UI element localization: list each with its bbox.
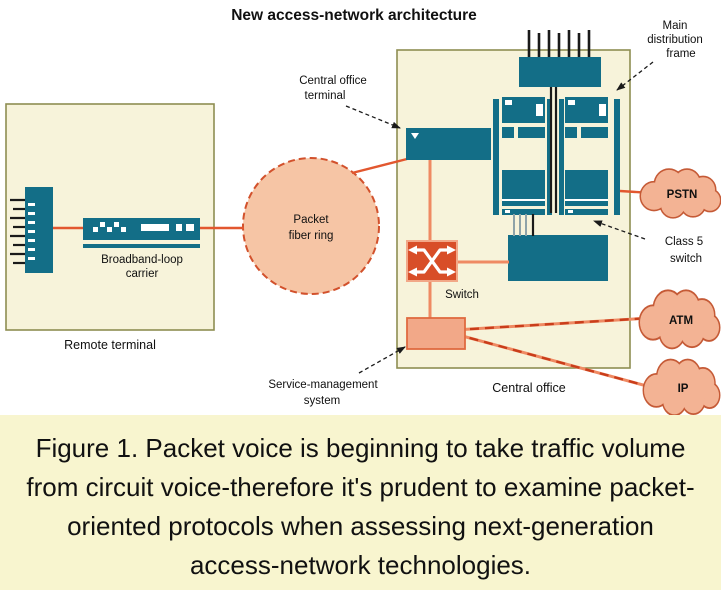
class5-switch-label-line1: Class 5 xyxy=(665,236,703,248)
mdf-label-line2: distribution xyxy=(647,34,703,46)
atm-cloud-label: ATM xyxy=(669,315,693,327)
packet-ring-label-line1: Packet xyxy=(293,214,329,226)
class5-switch-arrow xyxy=(593,220,646,240)
leader-arrows xyxy=(345,61,654,374)
central-office-terminal-arrow xyxy=(345,105,401,129)
network-wires xyxy=(53,157,659,391)
main-distribution-frame-arrow xyxy=(616,61,654,91)
ip-cloud-label: IP xyxy=(678,383,689,395)
central-office-label: Central office xyxy=(492,381,565,395)
packet-switch-icon xyxy=(406,240,458,282)
remote-terminal-label: Remote terminal xyxy=(64,338,156,352)
broadband-carrier-label-line2: carrier xyxy=(126,268,159,280)
switch-label: Switch xyxy=(445,289,479,301)
ip-cloud: IP xyxy=(642,358,721,415)
pstn-cloud: PSTN xyxy=(639,168,721,219)
mdf-label-line1: Main xyxy=(663,20,688,32)
service-management-system-icon xyxy=(406,317,466,350)
packet-fiber-ring-icon xyxy=(242,157,380,295)
network-architecture-diagram: New access-network architecture xyxy=(5,7,721,415)
main-distribution-frame-icon xyxy=(513,30,601,236)
atm-cloud: ATM xyxy=(638,289,721,350)
central-office-terminal-label-line1: Central office xyxy=(299,75,367,87)
packet-fiber-ring: Packet fiber ring xyxy=(242,157,380,295)
diagram-title: New access-network architecture xyxy=(231,7,477,24)
mdf-label-line3: frame xyxy=(666,48,695,60)
remote-terminal-panel: Broadband-loop carrier Remote terminal xyxy=(5,103,215,352)
service-management-arrow xyxy=(358,346,406,374)
central-office-terminal-label-line2: terminal xyxy=(305,90,346,102)
switch-module-icon xyxy=(508,235,608,281)
packet-ring-label-line2: fiber ring xyxy=(289,230,334,242)
broadband-loop-carrier-icon xyxy=(83,218,200,248)
central-office-terminal-icon xyxy=(406,128,491,160)
figure-caption: Figure 1. Packet voice is beginning to t… xyxy=(0,415,721,590)
service-management-label-line2: system xyxy=(304,395,340,407)
pstn-cloud-label: PSTN xyxy=(667,189,698,201)
class5-switch-racks-icon xyxy=(493,97,620,281)
class5-switch-label-line2: switch xyxy=(670,253,702,265)
line-concentrator-icon xyxy=(25,187,53,273)
service-management-label-line1: Service-management xyxy=(268,379,378,391)
broadband-carrier-label-line1: Broadband-loop xyxy=(101,254,183,266)
